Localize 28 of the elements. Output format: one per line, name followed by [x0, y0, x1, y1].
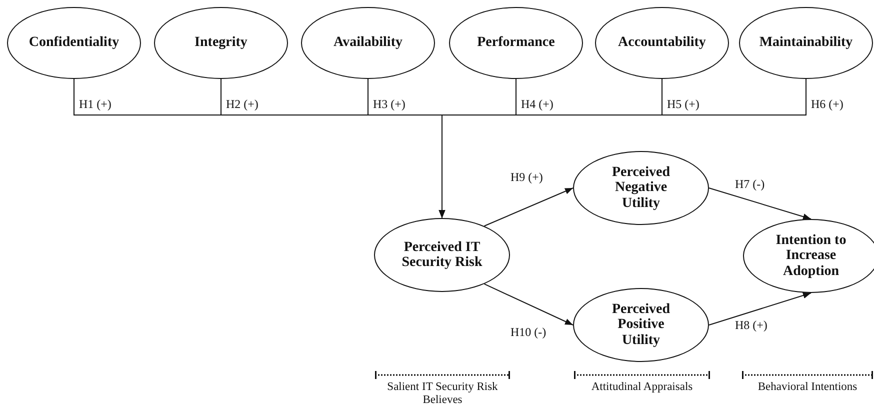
- hypothesis-label: H6 (+): [810, 98, 844, 112]
- construct-name: Intention to Increase Adoption: [774, 232, 848, 280]
- hypothesis-label: H3 (+): [372, 98, 406, 112]
- arrow: [438, 78, 806, 218]
- arrow: [484, 283, 574, 326]
- arrow: [484, 188, 574, 227]
- hypothesis-label: H1 (+): [78, 98, 112, 112]
- arrow: [708, 188, 812, 220]
- construct-name: Accountability: [617, 35, 707, 51]
- construct-name: Perceived IT Security Risk: [400, 240, 484, 270]
- hypothesis-label: H5 (+): [666, 98, 700, 112]
- construct-name: Perceived Positive Utility: [610, 302, 672, 348]
- construct-name: Integrity: [194, 35, 248, 51]
- stage-label: Attitudinal Appraisals: [590, 381, 694, 394]
- construct-name: Availability: [332, 35, 404, 51]
- construct-name: Performance: [476, 35, 556, 51]
- stage-label: Behavioral Intentions: [756, 381, 858, 394]
- construct-name: Confidentiality: [28, 35, 120, 51]
- arrow: [708, 292, 812, 326]
- stage-label: Salient IT Security Risk Believes: [386, 381, 499, 408]
- hypothesis-label: H4 (+): [520, 98, 554, 112]
- construct-name: Maintainability: [758, 35, 854, 51]
- construct-name: Perceived Negative Utility: [610, 164, 672, 212]
- hypothesis-label: H8 (+): [734, 319, 768, 332]
- hypothesis-label: H2 (+): [225, 98, 260, 112]
- hypothesis-label: H9 (+): [510, 171, 544, 184]
- hypothesis-label: H10 (-): [510, 326, 548, 340]
- hypothesis-label: H7 (-): [734, 178, 766, 192]
